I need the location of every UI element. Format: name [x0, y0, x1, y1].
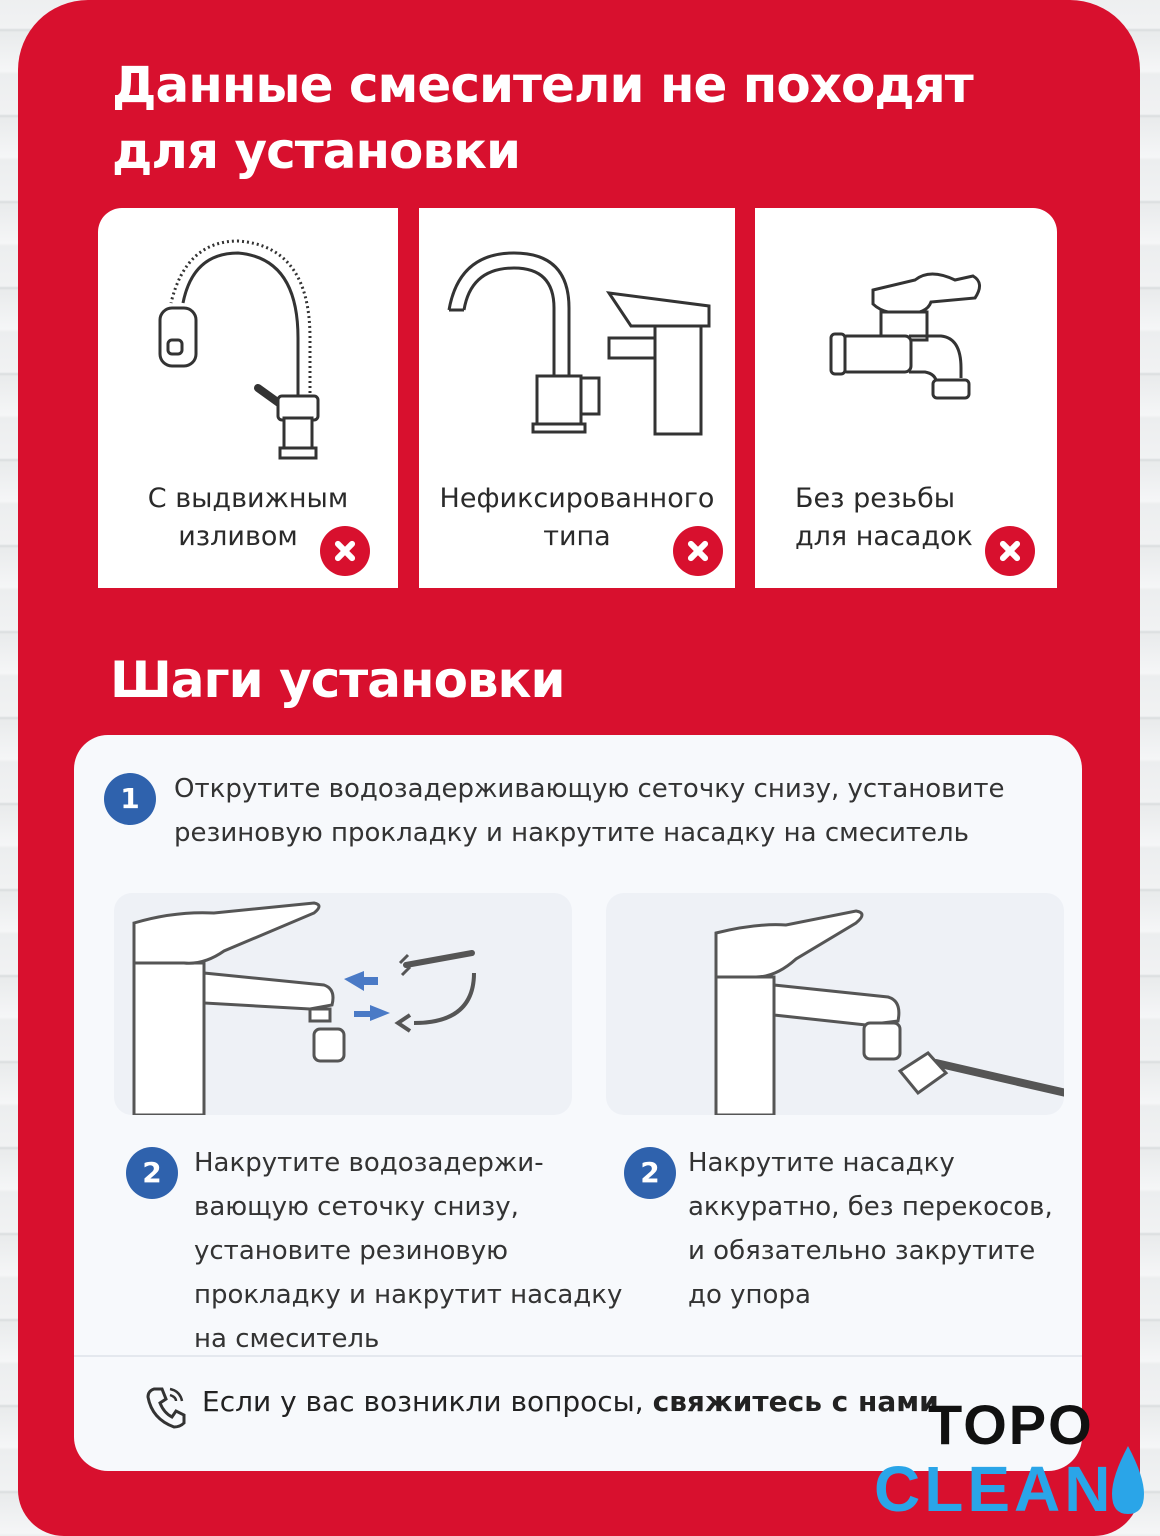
faucet-unscrew-icon: [132, 901, 476, 1117]
close-icon: [320, 526, 370, 576]
step-2a-line: прокладку и накрутит насадку: [194, 1280, 623, 1310]
step-2a-text: Накрутите водозадержи- вающую сеточку сн…: [194, 1141, 622, 1361]
step-2b-line: до упора: [688, 1280, 811, 1310]
brand-logo: TOPO CLEAN: [870, 1392, 1150, 1532]
install-title: Шаги установки: [110, 651, 566, 709]
step-2b-line: аккуратно, без перекосов,: [688, 1192, 1053, 1222]
instruction-card: Данные смесители не походят для установк…: [18, 0, 1140, 1536]
step-2a-badge: 2: [126, 1147, 178, 1199]
step-1-line1: Открутите водозадерживающую сеточку сниз…: [174, 774, 1005, 804]
step-1-text: Открутите водозадерживающую сеточку сниз…: [174, 767, 1005, 855]
close-icon: [985, 526, 1035, 576]
step-2b-badge: 2: [624, 1147, 676, 1199]
unsuitable-tile-pull-out: С выдвижным изливом: [98, 208, 398, 588]
step-illustration-unscrew: [114, 893, 572, 1117]
tile-label-line2: изливом: [178, 521, 298, 552]
phone-icon: [146, 1387, 186, 1429]
pull-out-faucet-icon: [158, 239, 320, 460]
step-2b-line: Накрутите насадку: [688, 1148, 955, 1178]
unsuitable-title: Данные смесители не походят для установк…: [112, 56, 974, 180]
step-2a-line: установите резиновую: [194, 1236, 509, 1266]
close-icon: [673, 526, 723, 576]
unsuitable-tile-swivel: Нефиксированного типа: [419, 208, 735, 588]
tile-label-line1: С выдвижным: [147, 483, 349, 514]
water-drop-icon: [1112, 1446, 1144, 1514]
step-2b-text: Накрутите насадку аккуратно, без перекос…: [688, 1141, 1053, 1317]
contact-row: Если у вас возникли вопросы, свяжитесь с…: [74, 1355, 1082, 1471]
tile-label-line2: для насадок: [795, 521, 973, 552]
unsuitable-tile-no-thread: Без резьбы для насадок: [755, 208, 1057, 588]
faucet-tighten-icon: [714, 909, 1070, 1117]
contact-lead: Если у вас возникли вопросы,: [202, 1385, 644, 1418]
contact-link[interactable]: свяжитесь с нами: [652, 1385, 939, 1418]
tap-no-thread-icon: [829, 272, 981, 400]
step-1-badge: 1: [104, 773, 156, 825]
step-2b-line: и обязательно закрутите: [688, 1236, 1036, 1266]
contact-text: Если у вас возникли вопросы, свяжитесь с…: [202, 1385, 939, 1418]
step-illustration-tighten: [606, 893, 1070, 1117]
brand-logo-top: TOPO: [928, 1393, 1094, 1456]
brand-logo-bottom: CLEAN: [874, 1453, 1115, 1525]
install-steps-panel: 1 Открутите водозадерживающую сеточку сн…: [74, 735, 1082, 1471]
tile-label-line1: Без резьбы: [795, 483, 956, 514]
swivel-faucet-icon: [447, 251, 711, 436]
step-2a-line: Накрутите водозадержи-: [194, 1148, 544, 1178]
step-2a-line: на смеситель: [194, 1324, 380, 1354]
step-1-line2: резиновую прокладку и накрутите насадку …: [174, 818, 969, 848]
tile-label-line1: Нефиксированного: [439, 483, 715, 514]
step-2a-line: вающую сеточку снизу,: [194, 1192, 519, 1222]
tile-label-line2: типа: [543, 521, 611, 552]
